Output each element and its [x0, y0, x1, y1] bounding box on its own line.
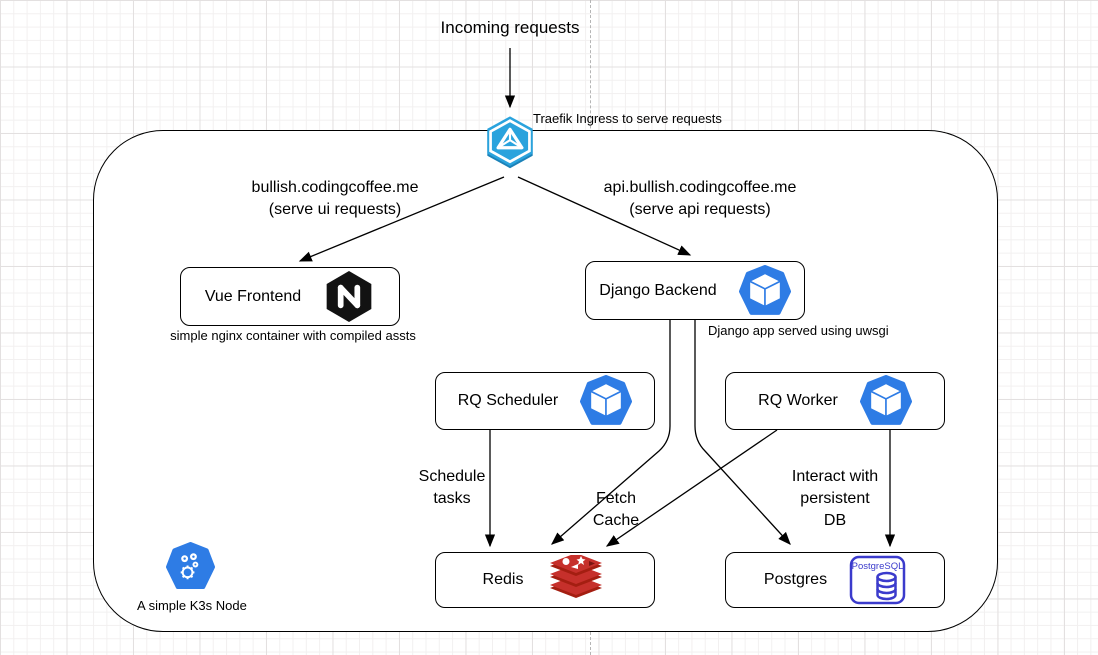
fetch-cache-line1: Fetch: [595, 490, 636, 507]
postgresql-icon: PostgreSQL: [849, 555, 906, 605]
interact-db-line1: Interact with: [791, 468, 879, 485]
traefik-caption: Traefik Ingress to serve requests: [533, 111, 722, 126]
django-backend-label: Django Backend: [599, 281, 717, 299]
edge-worker-to-redis: [605, 429, 778, 547]
interact-db-label: Interact with persistent DB: [792, 466, 878, 532]
interact-db-line2: persistent: [800, 490, 870, 507]
django-backend-caption: Django app served using uwsgi: [708, 323, 889, 338]
postgres-label: Postgres: [763, 571, 828, 588]
schedule-tasks-label: Schedule tasks: [419, 466, 486, 510]
k3s-icon: [166, 542, 215, 590]
incoming-requests-label: Incoming requests: [440, 18, 580, 37]
schedule-tasks-line1: Schedule: [418, 468, 486, 485]
redis-icon: [550, 555, 603, 598]
schedule-tasks-line2: tasks: [433, 490, 471, 507]
api-route-label: api.bullish.codingcoffee.me (serve api r…: [604, 177, 797, 221]
node-django-backend: Django Backend: [585, 261, 805, 320]
edge-traefik-to-vue: [298, 176, 505, 262]
postgresql-icon-text: PostgreSQL: [852, 561, 904, 572]
nginx-icon: [326, 271, 372, 322]
fetch-cache-line2: Cache: [592, 512, 640, 529]
ui-route-label: bullish.codingcoffee.me (serve ui reques…: [252, 177, 419, 221]
edge-django-to-postgres: [694, 320, 791, 545]
node-postgres: Postgres PostgreSQL: [725, 552, 945, 608]
edge-django-to-redis: [551, 320, 671, 545]
container-icon: [859, 375, 912, 425]
container-icon: [738, 264, 791, 315]
node-vue-frontend: Vue Frontend: [180, 267, 400, 326]
edge-traefik-to-django: [517, 176, 692, 256]
ui-route-desc: (serve ui requests): [268, 201, 402, 218]
traefik-icon: [487, 116, 533, 169]
api-route-desc: (serve api requests): [629, 201, 771, 218]
ui-route-host: bullish.codingcoffee.me: [251, 179, 419, 196]
rq-worker-label: RQ Worker: [758, 392, 838, 409]
rq-scheduler-label: RQ Scheduler: [457, 392, 559, 409]
node-redis: Redis: [435, 552, 655, 608]
k3s-caption: A simple K3s Node: [137, 598, 247, 613]
fetch-cache-label: Fetch Cache: [593, 488, 639, 532]
redis-label: Redis: [482, 571, 524, 588]
vue-frontend-label: Vue Frontend: [204, 287, 302, 305]
node-rq-scheduler: RQ Scheduler: [435, 372, 655, 430]
interact-db-line3: DB: [823, 512, 847, 529]
vue-frontend-caption: simple nginx container with compiled ass…: [170, 328, 416, 343]
node-rq-worker: RQ Worker: [725, 372, 945, 430]
api-route-host: api.bullish.codingcoffee.me: [603, 179, 797, 196]
container-icon: [580, 375, 633, 425]
